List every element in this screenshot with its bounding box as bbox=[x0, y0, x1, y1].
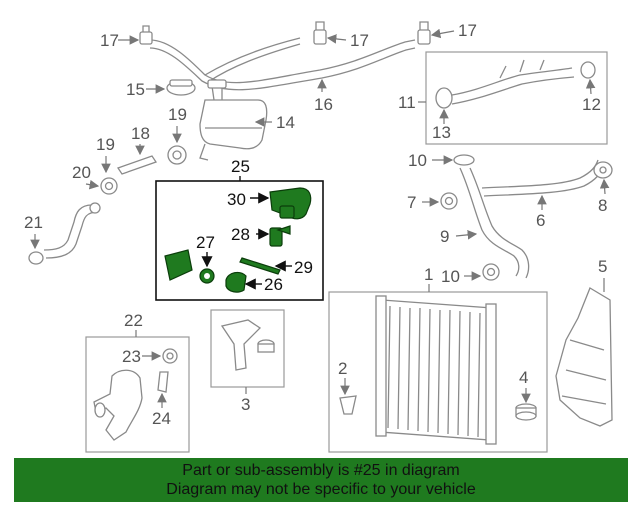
bracket-box-3 bbox=[210, 309, 285, 388]
clamp-8[interactable] bbox=[593, 161, 613, 179]
hose-clamp-20[interactable] bbox=[100, 177, 118, 195]
bracket-2[interactable] bbox=[339, 395, 357, 415]
callout-23: 23 bbox=[122, 347, 141, 366]
callout-2: 2 bbox=[338, 359, 347, 378]
callout-8: 8 bbox=[598, 196, 607, 215]
coolant-reservoir[interactable] bbox=[199, 79, 268, 161]
air-deflector-5[interactable] bbox=[555, 287, 613, 427]
callout-30: 30 bbox=[227, 190, 246, 209]
seal-24[interactable] bbox=[157, 371, 169, 393]
callout-21: 21 bbox=[24, 213, 43, 232]
clamp-10-upper[interactable] bbox=[453, 154, 475, 166]
banner-line-2: Diagram may not be specific to your vehi… bbox=[166, 481, 476, 498]
overflow-hose[interactable] bbox=[149, 37, 416, 91]
callout-26: 26 bbox=[264, 275, 283, 294]
mount-4[interactable] bbox=[515, 403, 537, 421]
info-banner: Part or sub-assembly is #25 in diagram D… bbox=[14, 458, 628, 502]
callout-19-lower: 19 bbox=[96, 135, 115, 154]
thermostat-27[interactable] bbox=[164, 249, 215, 284]
clamp-13[interactable] bbox=[435, 87, 453, 109]
radiator-box-1 bbox=[328, 291, 548, 453]
callout-5: 5 bbox=[598, 257, 607, 276]
hose-clip-17a[interactable] bbox=[139, 25, 153, 45]
callout-25: 25 bbox=[231, 157, 250, 176]
callout-19-upper: 19 bbox=[168, 105, 187, 124]
callout-29: 29 bbox=[294, 258, 313, 277]
callout-20: 20 bbox=[72, 163, 91, 182]
sensor-28[interactable] bbox=[269, 225, 291, 247]
radiator[interactable] bbox=[375, 295, 497, 445]
callout-15: 15 bbox=[126, 80, 145, 99]
bracket-3[interactable] bbox=[220, 319, 275, 371]
clamp-10-lower[interactable] bbox=[482, 263, 500, 281]
hose-6[interactable] bbox=[481, 159, 605, 197]
callout-10-upper: 10 bbox=[408, 151, 427, 170]
gasket-23[interactable] bbox=[162, 348, 178, 364]
callout-6: 6 bbox=[536, 211, 545, 230]
pipe-29[interactable] bbox=[239, 257, 281, 275]
housing-26[interactable] bbox=[225, 271, 247, 293]
clamp-21[interactable] bbox=[28, 251, 44, 265]
hose-clip-17b[interactable] bbox=[313, 21, 327, 45]
callout-12: 12 bbox=[582, 95, 601, 114]
outlet-box-22 bbox=[85, 336, 190, 453]
callout-11: 11 bbox=[398, 93, 416, 112]
callout-28: 28 bbox=[231, 225, 250, 244]
callout-27: 27 bbox=[196, 233, 215, 252]
hose-clip-17c[interactable] bbox=[417, 21, 431, 45]
callout-13: 13 bbox=[432, 123, 451, 142]
upper-hose-box-11 bbox=[425, 51, 608, 145]
callout-16: 16 bbox=[314, 95, 333, 114]
callout-17-middle: 17 bbox=[350, 31, 369, 50]
callout-7: 7 bbox=[407, 193, 416, 212]
hose-clamp-19-upper[interactable] bbox=[167, 145, 187, 165]
lower-radiator-hose-9[interactable] bbox=[459, 167, 530, 279]
callout-17-right: 17 bbox=[458, 21, 477, 40]
callout-17-left: 17 bbox=[100, 31, 119, 50]
callout-4: 4 bbox=[519, 368, 528, 387]
thermostat-housing-30[interactable] bbox=[269, 187, 312, 220]
bypass-hose-18[interactable] bbox=[116, 155, 158, 175]
callout-24: 24 bbox=[152, 409, 171, 428]
callout-3: 3 bbox=[241, 395, 250, 414]
reservoir-cap[interactable] bbox=[166, 79, 196, 96]
callout-10-lower: 10 bbox=[441, 267, 460, 286]
callout-9: 9 bbox=[440, 227, 449, 246]
callout-1: 1 bbox=[424, 265, 433, 284]
clamp-7[interactable] bbox=[440, 192, 458, 210]
water-outlet[interactable] bbox=[93, 369, 143, 441]
callout-18: 18 bbox=[131, 124, 150, 143]
banner-line-1: Part or sub-assembly is #25 in diagram bbox=[182, 462, 460, 479]
lower-hose-21[interactable] bbox=[43, 202, 101, 259]
upper-radiator-hose[interactable] bbox=[451, 59, 575, 105]
callout-14: 14 bbox=[276, 113, 295, 132]
callout-22: 22 bbox=[124, 311, 143, 330]
clamp-12[interactable] bbox=[580, 61, 596, 79]
